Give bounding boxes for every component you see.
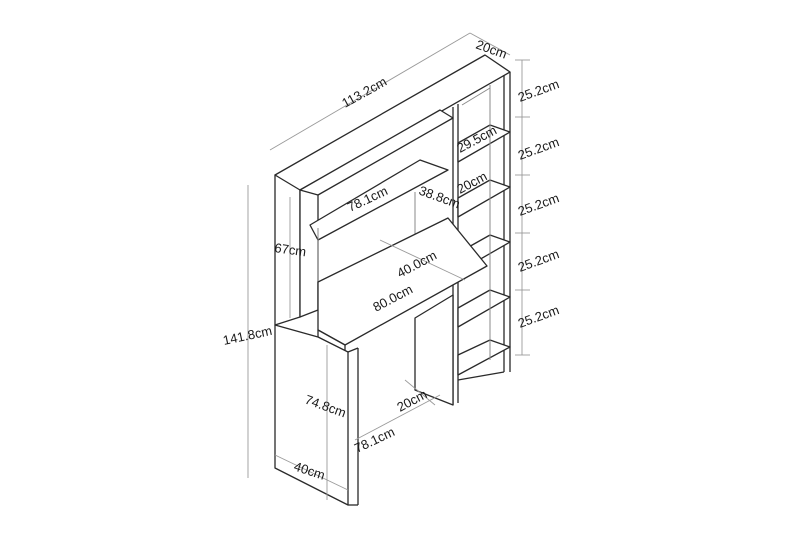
- side-shelving-unit: [274, 54, 511, 405]
- label-shelf-height-4: 25.2cm: [516, 246, 561, 275]
- label-support-depth: 20cm: [394, 386, 429, 414]
- label-shelf-height-3: 25.2cm: [516, 190, 561, 219]
- label-total-height: 141.8cm: [222, 323, 274, 348]
- label-hutch-height: 67cm: [274, 240, 308, 259]
- label-shelf-height-2: 25.2cm: [516, 134, 561, 163]
- label-shelf-height-1: 25.2cm: [516, 76, 561, 105]
- dimension-lines: [247, 32, 530, 500]
- label-total-width: 113.2cm: [339, 74, 389, 111]
- label-shelf-height-5: 25.2cm: [516, 302, 561, 331]
- label-under-desk-width: 78.1cm: [352, 424, 397, 456]
- hutch-unit: [274, 109, 454, 326]
- desk: [274, 217, 488, 506]
